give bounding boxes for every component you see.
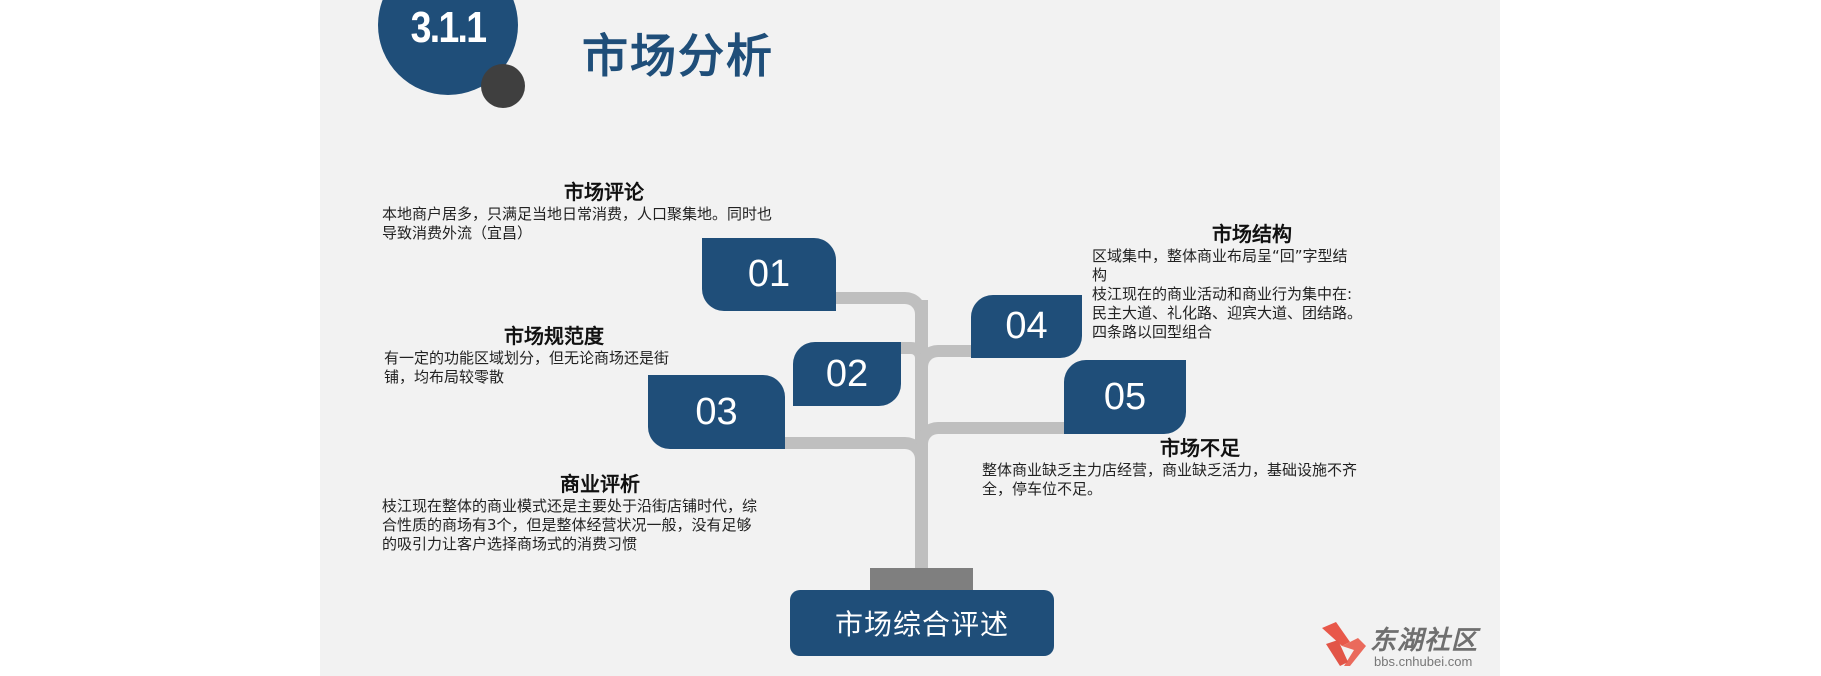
section-body-line: 的吸引力让客户选择商场式的消费习惯 — [382, 535, 638, 553]
section-body-line: 本地商户居多，只满足当地日常消费，人口聚集地。同时也 — [382, 205, 773, 223]
node-02: 02 — [793, 342, 901, 406]
decorative-dot — [481, 64, 525, 108]
branch-01 — [830, 292, 927, 364]
branch-04 — [916, 345, 988, 397]
section-body-line: 枝江现在的商业活动和商业行为集中在: — [1092, 285, 1353, 303]
section-body-line: 有一定的功能区域划分，但无论商场还是街 — [384, 349, 670, 367]
root-node: 市场综合评述 — [790, 590, 1054, 656]
node-number: 01 — [747, 253, 791, 295]
section-body-line: 构 — [1092, 266, 1108, 284]
section-body-line: 全，停车位不足。 — [982, 480, 1103, 498]
watermark-name: 东湖社区 — [1370, 626, 1479, 656]
section-04-text: 市场结构 区域集中，整体商业布局呈“回”字型结 构 枝江现在的商业活动和商业行为… — [1092, 218, 1412, 342]
page-title: 市场分析 — [582, 29, 774, 83]
watermark-url: bbs.cnhubei.com — [1374, 654, 1473, 669]
root-label: 市场综合评述 — [834, 608, 1009, 641]
section-body-line: 民主大道、礼化路、迎宾大道、团结路。 — [1092, 304, 1363, 322]
section-title: 市场不足 — [1160, 436, 1240, 460]
section-body-line: 合性质的商场有3个，但是整体经营状况一般，没有足够 — [382, 516, 752, 534]
watermark: 东湖社区 bbs.cnhubei.com — [1320, 616, 1500, 676]
section-02-text: 市场规范度 有一定的功能区域划分，但无论商场还是街 铺，均布局较零散 — [384, 320, 744, 387]
section-number: 3.1.1 — [410, 3, 487, 52]
section-body-line: 枝江现在整体的商业模式还是主要处于沿街店铺时代，综 — [382, 497, 758, 515]
section-body-line: 区域集中，整体商业布局呈“回”字型结 — [1092, 247, 1348, 265]
node-number: 05 — [1103, 375, 1147, 418]
node-number: 02 — [825, 352, 869, 395]
cnhubei-logo-icon — [1322, 622, 1366, 666]
branch-05 — [916, 422, 1088, 484]
node-number: 04 — [1005, 305, 1048, 347]
section-title: 市场结构 — [1212, 222, 1292, 246]
section-body-line: 导致消费外流（宜昌） — [382, 224, 533, 242]
section-body-line: 整体商业缺乏主力店经营，商业缺乏活力，基础设施不齐 — [982, 461, 1358, 479]
node-05: 05 — [1064, 360, 1186, 434]
section-body-line: 铺，均布局较零散 — [384, 368, 505, 386]
section-05-text: 市场不足 整体商业缺乏主力店经营，商业缺乏活力，基础设施不齐 全，停车位不足。 — [982, 432, 1402, 499]
node-03: 03 — [648, 375, 785, 449]
section-body-line: 四条路以回型组合 — [1092, 323, 1213, 341]
section-title: 市场规范度 — [504, 324, 604, 348]
node-04: 04 — [971, 295, 1082, 358]
slide: 3.1.1 市场分析 01 02 03 04 05 市场评论 本地商户居多，只满… — [320, 0, 1500, 676]
section-title: 市场评论 — [564, 180, 644, 204]
node-01: 01 — [702, 238, 836, 311]
section-03-text: 商业评析 枝江现在整体的商业模式还是主要处于沿街店铺时代，综 合性质的商场有3个… — [382, 468, 842, 554]
tree-base — [870, 568, 973, 592]
section-title: 商业评析 — [560, 472, 640, 496]
node-number: 03 — [695, 390, 738, 433]
section-01-text: 市场评论 本地商户居多，只满足当地日常消费，人口聚集地。同时也 导致消费外流（宜… — [382, 176, 782, 243]
